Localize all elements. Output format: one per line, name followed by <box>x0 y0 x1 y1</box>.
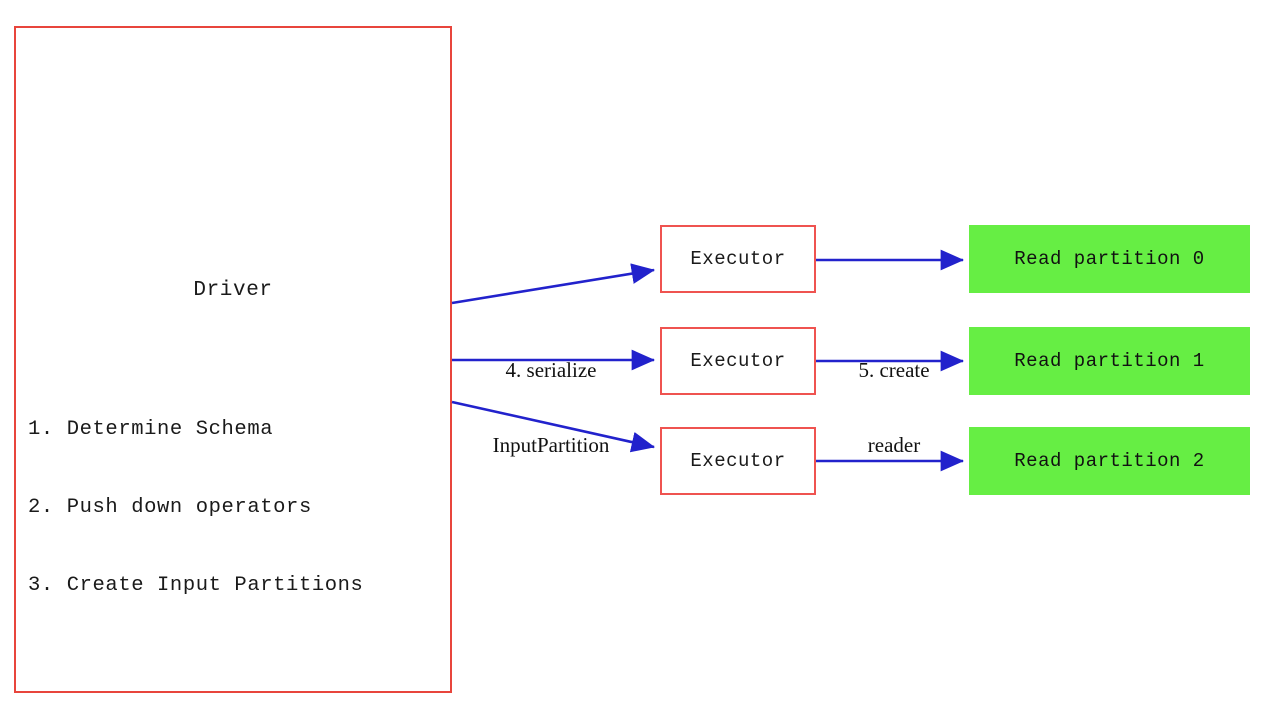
edge-label-create-reader: 5. create reader <box>822 308 966 508</box>
edge-label-serialize-line1: 4. serialize <box>505 358 597 382</box>
edge-label-create-reader-line1: 5. create <box>858 358 930 382</box>
read-partition-box-0: Read partition 0 <box>969 225 1250 293</box>
executor-label-1: Executor <box>690 350 786 372</box>
read-partition-label-1: Read partition 1 <box>1014 350 1205 372</box>
executor-box-1: Executor <box>660 327 816 395</box>
driver-box <box>14 26 452 693</box>
read-partition-box-2: Read partition 2 <box>969 427 1250 495</box>
driver-step-list: 1. Determine Schema 2. Push down operato… <box>28 365 448 651</box>
edge-label-serialize-line2: InputPartition <box>492 433 610 457</box>
edge-label-create-reader-line2: reader <box>867 433 921 457</box>
executor-label-0: Executor <box>690 248 786 270</box>
read-partition-label-0: Read partition 0 <box>1014 248 1205 270</box>
arrow-driver-to-executor-0 <box>451 263 656 305</box>
executor-box-0: Executor <box>660 225 816 293</box>
driver-step-2: 2. Push down operators <box>28 496 312 519</box>
driver-step-1: 1. Determine Schema <box>28 418 274 441</box>
driver-title: Driver <box>193 279 273 302</box>
driver-step-3: 3. Create Input Partitions <box>28 574 364 597</box>
executor-label-2: Executor <box>690 450 786 472</box>
executor-box-2: Executor <box>660 427 816 495</box>
read-partition-label-2: Read partition 2 <box>1014 450 1205 472</box>
edge-label-serialize: 4. serialize InputPartition <box>463 308 639 508</box>
read-partition-box-1: Read partition 1 <box>969 327 1250 395</box>
